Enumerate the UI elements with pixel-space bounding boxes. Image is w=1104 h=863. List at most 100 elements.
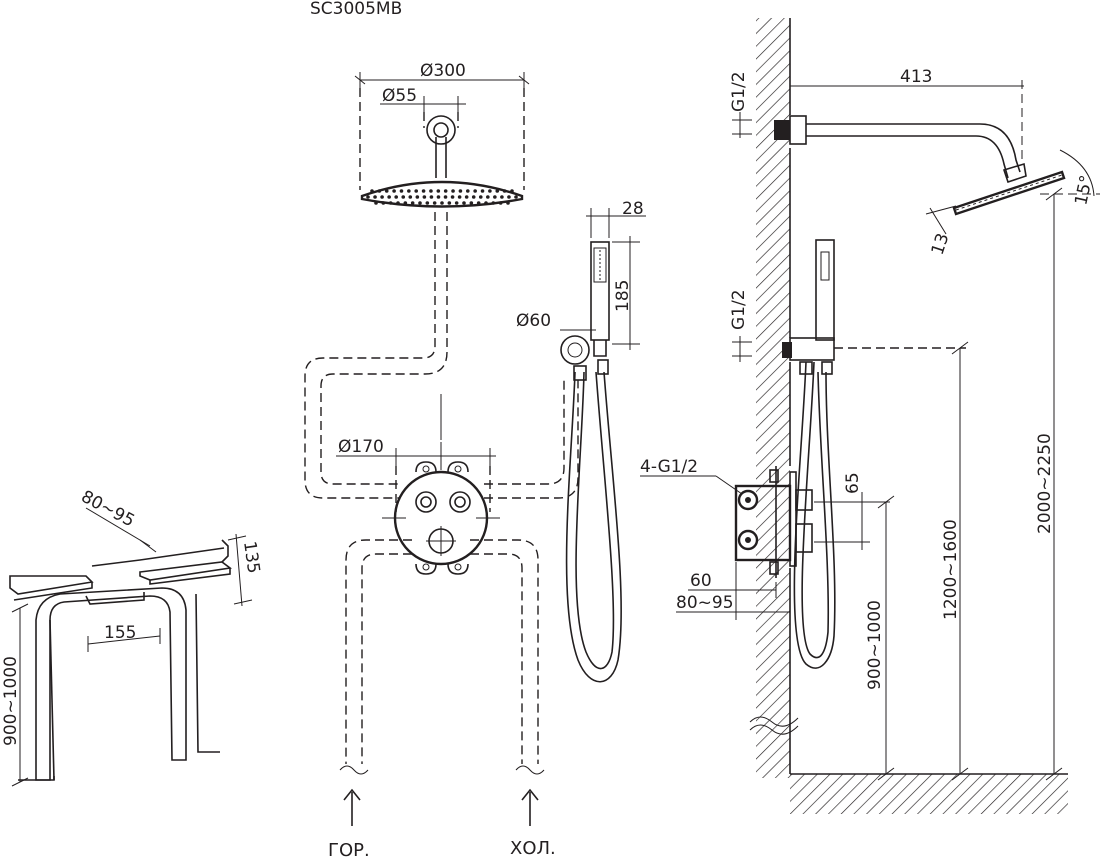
nozzle-dot (469, 201, 474, 205)
valve-spacing-label: 65 (843, 472, 863, 494)
dim-valve-plate-diameter: Ø170 (336, 437, 496, 512)
nozzle-dot (408, 195, 413, 199)
install-detail-box-width-label: 155 (104, 623, 136, 643)
dim-arm-thread: G1/2 (729, 71, 752, 138)
nozzle-dot (480, 189, 485, 193)
arm-thread-label: G1/2 (729, 71, 749, 112)
dim-head-tilt: 15° (1040, 149, 1100, 207)
nozzle-dot (507, 195, 511, 199)
hand-shower-width-label: 28 (622, 199, 644, 219)
valve-threads-label: 4-G1/2 (640, 457, 698, 477)
dim-head-thickness: 13 (925, 205, 957, 258)
nozzle-dot (384, 189, 389, 193)
head-height-label: 2000~2250 (1035, 433, 1055, 534)
nozzle-dot (443, 195, 448, 199)
diverter-knob-left (415, 491, 437, 513)
dim-install-depth: 80~95 (78, 487, 157, 553)
hand-shower-length-label: 185 (613, 280, 633, 312)
dim-box-width: 155 (87, 623, 161, 652)
nozzle-dot (387, 195, 391, 199)
nozzle-dot (458, 189, 463, 193)
install-detail: 80~95 135 155 900~1000 (1, 487, 263, 787)
hot-inlet-arrow (343, 788, 361, 826)
nozzle-dot (436, 189, 441, 193)
floor-section (790, 774, 1068, 814)
nozzle-dot (462, 201, 466, 205)
holder-height-label: 1200~1600 (941, 519, 961, 620)
nozzle-dot (440, 201, 444, 205)
nozzle-dot (495, 189, 500, 193)
nozzle-dot (415, 195, 420, 199)
nozzle-dot (374, 201, 378, 205)
head-tilt-label: 15° (1071, 173, 1097, 207)
dim-holder-thread: G1/2 (729, 289, 752, 362)
cold-inlet-label: ХОЛ. (510, 838, 556, 859)
nozzle-dot (394, 195, 398, 199)
install-depth-label: 80~95 (676, 593, 734, 613)
install-detail-depth-label: 80~95 (78, 487, 138, 532)
nozzle-dot (399, 189, 404, 193)
wall-section (756, 18, 790, 778)
shower-head-diameter-label: Ø300 (420, 61, 466, 81)
wall-right-part (139, 561, 233, 581)
nozzle-dot (436, 195, 441, 199)
valve-body-side (734, 466, 813, 578)
arm-flange-diameter-label: Ø55 (382, 86, 417, 106)
wall-left-part (9, 575, 94, 595)
holder-thread-label: G1/2 (729, 289, 749, 330)
holder-diameter-label: Ø60 (516, 311, 551, 331)
valve-plate-diameter-label: Ø170 (338, 437, 384, 457)
dim-valve-depth: 60 80~95 (676, 562, 791, 620)
front-view: Ø300 Ø55 (304, 61, 646, 861)
nozzle-dot (418, 201, 422, 205)
dim-install-height: 900~1000 (1, 603, 29, 787)
nozzle-dot (407, 189, 411, 193)
hand-shower-side (782, 239, 836, 669)
nozzle-dot (457, 195, 462, 199)
valve-height-label: 900~1000 (865, 600, 885, 690)
dim-holder-height: 1200~1600 (834, 341, 969, 781)
install-detail-box-depth-label: 135 (239, 540, 263, 575)
supply-pipe-hand (484, 380, 579, 499)
nozzle-dot (500, 195, 504, 199)
nozzle-dot (464, 195, 469, 199)
nozzle-dot (392, 189, 396, 193)
nozzle-dot (370, 189, 374, 193)
nozzle-dot (510, 189, 514, 193)
nozzle-dot (388, 201, 393, 205)
hand-shower-holder (560, 335, 590, 365)
dim-head-height: 2000~2250 (1035, 187, 1063, 781)
dim-hand-shower-length: 185 (612, 236, 640, 350)
dim-holder-diameter: Ø60 (516, 311, 551, 331)
nozzle-dot (447, 201, 452, 205)
nozzle-dot (443, 189, 448, 193)
nozzle-dot (498, 201, 503, 205)
nozzle-dot (454, 201, 459, 205)
dim-arm-flange-diameter: Ø55 (380, 86, 466, 128)
nozzle-dot (506, 201, 510, 205)
nozzle-dot (414, 189, 419, 193)
install-detail-height-label: 900~1000 (1, 656, 21, 746)
nozzle-dot (488, 189, 492, 193)
shower-hose (565, 371, 622, 683)
valve-cover-plate (393, 470, 489, 566)
nozzle-dot (471, 195, 476, 199)
nozzle-dot (486, 195, 490, 199)
nozzle-dot (422, 195, 427, 199)
rain-shower-head (360, 180, 524, 208)
nozzle-dot (429, 195, 434, 199)
dim-valve-spacing: 65 (814, 472, 890, 550)
nozzle-dot (493, 195, 497, 199)
nozzle-dot (410, 201, 415, 205)
nozzle-dot (377, 189, 382, 193)
nozzle-dot (396, 201, 400, 205)
nozzle-dot (465, 189, 470, 193)
nozzle-dot (484, 201, 488, 205)
nozzle-dot (502, 189, 507, 193)
nozzle-dot (450, 195, 455, 199)
supply-pipe-head (304, 212, 436, 499)
dim-hand-shower-width: 28 (586, 199, 646, 238)
nozzle-dot (478, 195, 483, 199)
cold-inlet-pipe (470, 539, 539, 764)
